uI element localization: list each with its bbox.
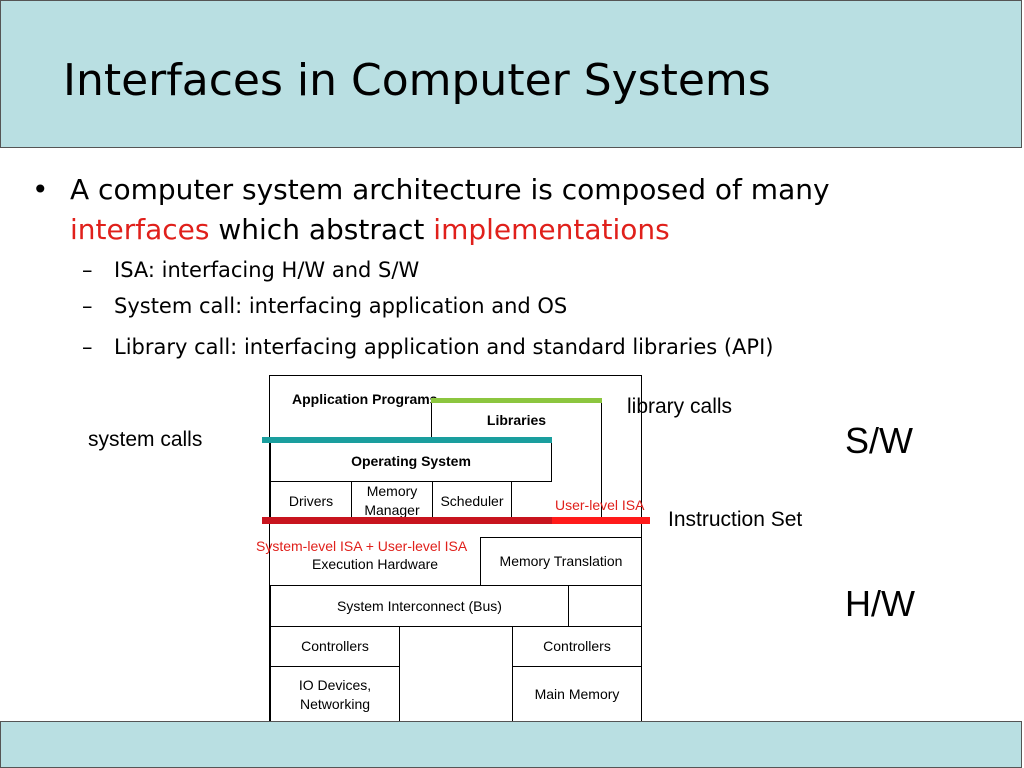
libraries-label: Libraries <box>486 412 547 428</box>
io-devices-label: IO Devices, Networking <box>298 676 372 712</box>
memory-manager-box: Memory Manager <box>351 481 433 521</box>
execution-hardware-label: Execution Hardware <box>312 556 439 572</box>
sub-item-system-call: –System call: interfacing application an… <box>82 293 567 319</box>
sub-item-marker: – <box>82 294 93 318</box>
system-interconnect-label: System Interconnect (Bus) <box>337 597 502 614</box>
library-calls-bar <box>431 398 602 403</box>
system-isa-bar <box>262 517 554 524</box>
system-calls-bar <box>262 437 552 443</box>
drivers-label: Drivers <box>288 492 334 509</box>
scheduler-box: Scheduler <box>432 481 512 521</box>
sub-item-text: System call: interfacing application and… <box>114 294 568 318</box>
footer-bar <box>0 721 1022 768</box>
user-isa-bar <box>552 517 650 524</box>
user-isa-label: User-level ISA <box>555 497 645 513</box>
memory-manager-label: Memory Manager <box>364 483 420 518</box>
sub-item-text: Library call: interfacing application an… <box>114 335 774 359</box>
title-bar: Interfaces in Computer Systems <box>0 0 1022 148</box>
library-calls-label: library calls <box>627 395 733 418</box>
main-memory-box: Main Memory <box>512 666 642 723</box>
scheduler-label: Scheduler <box>440 492 504 509</box>
bullet-highlight-interfaces: interfaces <box>70 213 210 246</box>
system-calls-label: system calls <box>88 428 203 451</box>
controllers-left-label: Controllers <box>301 638 369 654</box>
bullet-text-part-2: which abstract <box>218 213 425 246</box>
sub-item-library-call: –Library call: interfacing application a… <box>82 334 773 360</box>
system-interconnect-box: System Interconnect (Bus) <box>270 585 569 627</box>
memory-translation-label: Memory Translation <box>499 553 623 569</box>
main-memory-label: Main Memory <box>534 686 620 702</box>
controllers-right-label: Controllers <box>543 638 611 654</box>
sub-item-marker: – <box>82 258 93 282</box>
system-isa-label: System-level ISA + User-level ISA <box>256 538 468 554</box>
operating-system-label: Operating System <box>351 453 471 469</box>
bullet-highlight-implementations: implementations <box>433 213 670 246</box>
instruction-set-label: Instruction Set <box>668 508 803 531</box>
hw-label: H/W <box>845 583 915 624</box>
controllers-right-box: Controllers <box>512 626 642 667</box>
sub-item-marker: – <box>82 335 93 359</box>
controllers-left-box: Controllers <box>270 626 400 667</box>
drivers-box: Drivers <box>270 481 352 521</box>
memory-translation-box: Memory Translation <box>480 537 642 586</box>
bullet-marker: • <box>32 173 49 206</box>
sub-item-isa: –ISA: interfacing H/W and S/W <box>82 257 419 283</box>
application-programs-label: Application Programs <box>292 391 438 407</box>
slide-title: Interfaces in Computer Systems <box>63 55 771 106</box>
bullet-text: A computer system architecture is compos… <box>70 170 950 250</box>
bullet-text-part-1: A computer system architecture is compos… <box>70 173 830 206</box>
operating-system-box: Operating System <box>270 441 552 482</box>
sw-label: S/W <box>845 420 913 461</box>
sub-item-text: ISA: interfacing H/W and S/W <box>114 258 420 282</box>
io-devices-box: IO Devices, Networking <box>270 666 400 723</box>
